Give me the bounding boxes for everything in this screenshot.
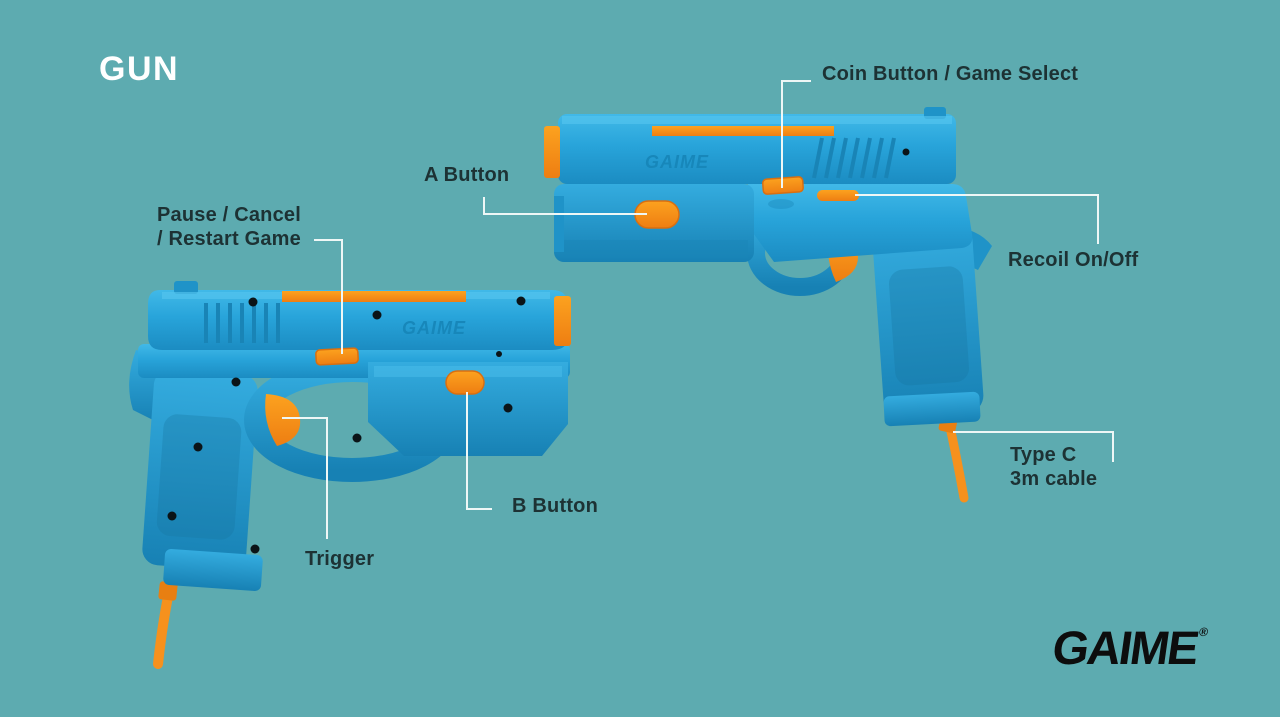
gun-left-cable-connector: [158, 581, 178, 601]
callout-trigger: Trigger: [305, 548, 375, 570]
leader-line-type-c-cable: [953, 431, 1114, 462]
gun-left-grip-base: [163, 549, 263, 591]
gun-right-grip-base: [883, 391, 981, 427]
callout-b-button: B Button: [512, 495, 599, 517]
leader-line-coin-button: [781, 80, 811, 188]
gun-right: GAIME: [544, 107, 992, 503]
gun-left-screws: [167, 296, 526, 554]
callout-recoil-switch: Recoil On/Off: [1008, 249, 1139, 271]
gun-right-frame: [748, 184, 973, 262]
leader-line-b-button: [466, 392, 492, 510]
registered-mark: ®: [1198, 625, 1210, 639]
callout-pause-button: Pause / Cancel / Restart Game: [157, 204, 301, 250]
brand-logo-text: GAIME: [1049, 621, 1201, 674]
callout-type-c-cable: Type C 3m cable: [1010, 444, 1098, 490]
gun-left-underbarrel: [368, 362, 568, 456]
leader-line-recoil-switch: [855, 194, 1099, 244]
leader-line-a-button: [483, 197, 647, 215]
gun-right-engraving: GAIME: [645, 152, 709, 172]
gun-left-top-strip: [282, 291, 466, 302]
gun-left-rear-sight: [174, 281, 198, 294]
gun-right-grip: [872, 223, 984, 419]
gun-left: GAIME: [129, 281, 571, 669]
brand-logo: GAIME®: [1049, 620, 1210, 675]
b-button: [445, 370, 485, 395]
callout-coin-button: Coin Button / Game Select: [822, 63, 1079, 85]
pause-button: [315, 347, 359, 366]
recoil-switch: [817, 190, 859, 201]
gun-right-serrations: [812, 137, 896, 179]
gun-left-engraving: GAIME: [402, 318, 466, 338]
leader-line-trigger: [282, 417, 328, 539]
trigger: [265, 394, 301, 446]
leader-line-pause-button: [314, 239, 343, 354]
gun-left-muzzle: [554, 296, 571, 346]
gun-right-slide: [558, 114, 956, 184]
gun-left-serrations: [204, 303, 280, 343]
gun-right-muzzle: [544, 126, 560, 178]
page-title: GUN: [99, 50, 180, 88]
gun-right-top-strip: [652, 126, 834, 136]
callout-a-button: A Button: [424, 164, 510, 186]
